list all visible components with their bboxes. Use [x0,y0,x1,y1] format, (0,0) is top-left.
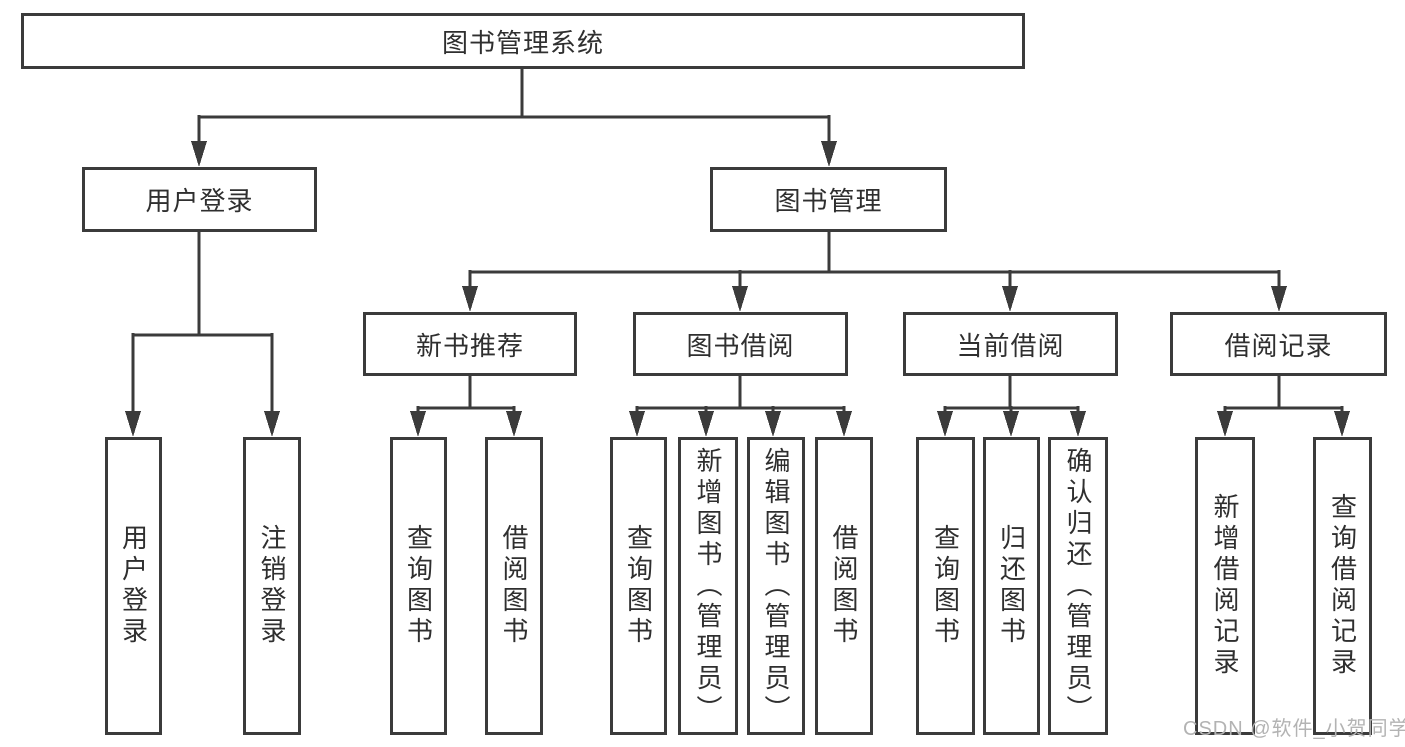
arrowhead-icon [937,411,953,437]
leaf-borrow-books-recommend-label: 借阅图书 [499,524,529,648]
leaf-query-books-recommend: 查询图书 [390,437,447,735]
arrowhead-icon [1070,411,1086,437]
node-current-borrow: 当前借阅 [903,312,1118,376]
leaf-add-borrow-record: 新增借阅记录 [1195,437,1255,735]
connector-borrow-records-to-leaves [1217,375,1350,437]
csdn-watermark: CSDN @软件_小贺同学 [1183,718,1405,740]
leaf-confirm-return-admin: 确认归还（管理员） [1048,437,1108,735]
leaf-edit-book-admin-label: 编辑图书（管理员） [761,446,791,726]
leaf-return-book-label: 归还图书 [996,524,1027,648]
arrowhead-icon [1271,286,1287,312]
leaf-user-login-label: 用户登录 [118,524,149,648]
leaf-edit-book-admin: 编辑图书（管理员） [747,437,805,735]
leaf-return-book: 归还图书 [983,437,1040,735]
connector-user-login-to-leaves [125,231,280,437]
connector-new-book-to-leaves [410,375,522,437]
node-book-borrow-label: 图书借阅 [686,330,795,361]
connector-book-management-to-level3 [462,231,1287,312]
leaf-add-book-admin-label: 新增图书（管理员） [693,446,723,726]
node-user-login-label: 用户登录 [145,186,254,216]
arrowhead-icon [191,141,207,167]
node-new-book-recommend: 新书推荐 [363,312,577,376]
arrowhead-icon [125,411,141,437]
leaf-borrow-books: 借阅图书 [815,437,873,735]
node-root: 图书管理系统 [21,13,1025,69]
connector-book-borrow-to-leaves [629,375,852,437]
arrowhead-icon [506,411,522,437]
leaf-borrow-books-label: 借阅图书 [829,524,859,648]
arrowhead-icon [1003,411,1019,437]
arrowhead-icon [1002,286,1018,312]
leaf-query-borrow-record: 查询借阅记录 [1313,437,1372,735]
arrowhead-icon [629,411,645,437]
arrowhead-icon [732,286,748,312]
node-borrow-records: 借阅记录 [1170,312,1387,376]
leaf-query-books-borrow: 查询图书 [610,437,667,735]
node-new-book-recommend-label: 新书推荐 [415,330,524,361]
leaf-query-books-borrow-label: 查询图书 [623,524,654,648]
arrowhead-icon [836,411,852,437]
arrowhead-icon [698,411,714,437]
arrowhead-icon [410,411,426,437]
leaf-user-login: 用户登录 [105,437,162,735]
leaf-logout: 注销登录 [243,437,301,735]
arrowhead-icon [1334,411,1350,437]
leaf-query-books-recommend-label: 查询图书 [403,524,434,648]
leaf-add-book-admin: 新增图书（管理员） [678,437,738,735]
leaf-logout-label: 注销登录 [257,524,287,648]
connector-root-to-level2 [191,67,837,167]
arrowhead-icon [1217,411,1233,437]
node-root-label: 图书管理系统 [441,27,604,58]
connector-current-borrow-to-leaves [937,375,1086,437]
leaf-query-borrow-record-label: 查询借阅记录 [1327,493,1358,679]
node-book-management-label: 图书管理 [774,186,883,216]
arrowhead-icon [765,411,781,437]
node-current-borrow-label: 当前借阅 [956,330,1065,361]
node-borrow-records-label: 借阅记录 [1224,330,1333,361]
node-user-login: 用户登录 [82,167,317,232]
arrowhead-icon [462,286,478,312]
leaf-query-books-current-label: 查询图书 [930,524,961,648]
arrowhead-icon [264,411,280,437]
node-book-borrow: 图书借阅 [633,312,848,376]
leaf-confirm-return-admin-label: 确认归还（管理员） [1063,446,1093,726]
arrowhead-icon [821,141,837,167]
leaf-borrow-books-recommend: 借阅图书 [485,437,543,735]
leaf-query-books-current: 查询图书 [916,437,975,735]
leaf-add-borrow-record-label: 新增借阅记录 [1210,493,1240,679]
node-book-management: 图书管理 [710,167,947,232]
